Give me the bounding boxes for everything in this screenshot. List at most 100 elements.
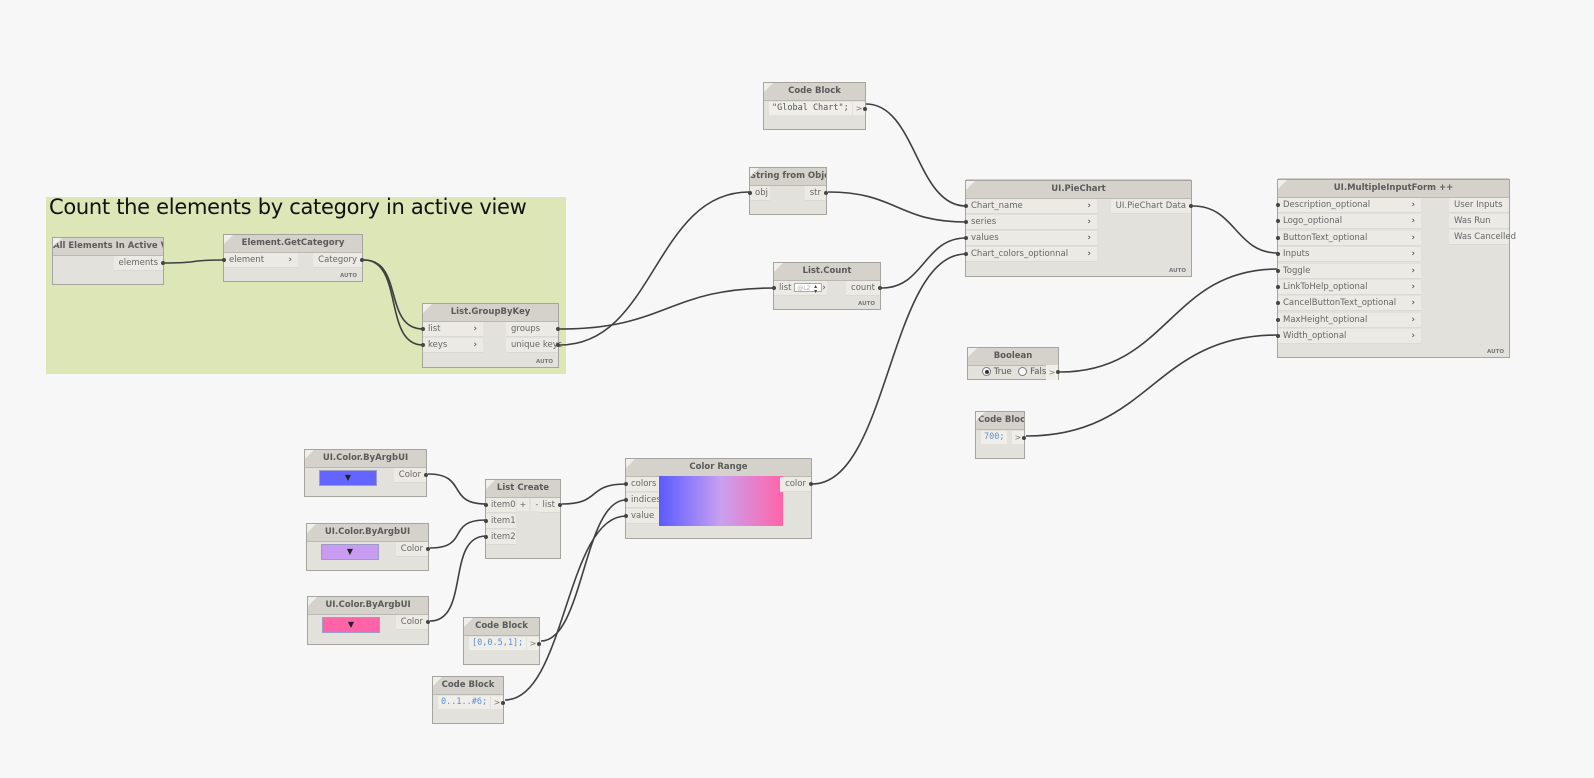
port-label: color: [785, 479, 806, 489]
input-port-inputs[interactable]: Inputs›: [1276, 247, 1421, 263]
group-count-by-category[interactable]: Count the elements by category in active…: [46, 195, 566, 374]
input-port-list[interactable]: list @L2›: [772, 281, 827, 296]
node-list-create[interactable]: List Create item0 item1 item2 + - list: [484, 479, 562, 559]
input-port-linktohelp[interactable]: LinkToHelp_optional›: [1276, 280, 1421, 295]
wire-chart-name[interactable]: [865, 103, 967, 207]
port-dot: [556, 343, 560, 347]
node-all-elements-in-active-view[interactable]: All Elements In Active View elements: [52, 237, 165, 285]
lacing-label[interactable]: AUTO: [536, 359, 553, 365]
output-port-unique-keys[interactable]: unique keys: [506, 338, 562, 353]
output-port-elements[interactable]: elements: [113, 256, 165, 271]
input-port-maxheight[interactable]: MaxHeight_optional›: [1276, 312, 1421, 328]
level-stepper[interactable]: @L2: [794, 283, 823, 293]
radio-true[interactable]: [982, 367, 991, 376]
lacing-label[interactable]: AUTO: [1487, 349, 1504, 355]
node-code-block-width[interactable]: Code Block 700; >: [975, 411, 1026, 459]
input-port-chart-name[interactable]: Chart_name›: [964, 199, 1097, 214]
port-dot: [748, 191, 752, 195]
wire-boolean-to-toggle[interactable]: [1059, 268, 1279, 373]
port-label: ButtonText_optional: [1283, 232, 1368, 243]
input-port-indices[interactable]: indices: [624, 493, 661, 508]
input-port-value[interactable]: value: [624, 509, 659, 524]
input-port-cancelbuttontext[interactable]: CancelButtonText_optional›: [1276, 296, 1421, 312]
input-port-item1[interactable]: item1: [484, 514, 516, 529]
input-port-series[interactable]: series›: [964, 215, 1097, 230]
wire-piechart-to-inputs[interactable]: [1192, 205, 1279, 254]
input-port-width[interactable]: Width_optional›: [1276, 329, 1421, 345]
output-port-str[interactable]: str: [804, 186, 828, 201]
node-color-range[interactable]: Color Range colors indices value color: [624, 458, 813, 539]
node-list-count[interactable]: List.Count list @L2› count AUTO: [772, 262, 882, 310]
node-ui-piechart[interactable]: UI.PieChart Chart_name› series› values› …: [964, 180, 1193, 277]
output-port-color[interactable]: color: [780, 477, 813, 492]
output-port-groups[interactable]: groups: [506, 322, 560, 337]
lacing-label[interactable]: AUTO: [858, 301, 875, 307]
port-label: Width_optional: [1283, 331, 1347, 342]
node-list-groupbykey[interactable]: List.GroupByKey list› keys› groups uniqu…: [421, 303, 562, 368]
wire-color3-to-item2[interactable]: [429, 535, 487, 622]
input-port-buttontext[interactable]: ButtonText_optional›: [1276, 230, 1421, 246]
color-picker-swatch[interactable]: ▼: [321, 544, 379, 560]
input-port-chart-colors[interactable]: Chart_colors_optionnal›: [964, 247, 1097, 262]
output-port-category[interactable]: Category: [313, 253, 364, 268]
color-picker-swatch[interactable]: ▼: [319, 470, 377, 486]
port-dot: [964, 204, 968, 208]
output-port[interactable]: >: [1046, 365, 1060, 380]
wire-color1-to-item0[interactable]: [427, 473, 487, 505]
input-port-item2[interactable]: item2: [484, 530, 516, 545]
output-port[interactable]: >: [853, 102, 867, 115]
color-picker-swatch[interactable]: ▼: [322, 617, 380, 633]
port-label: list: [542, 500, 555, 510]
wire-count-to-values[interactable]: [881, 237, 967, 289]
chevron-right-icon: ›: [1087, 217, 1091, 227]
node-color-byargbui-3[interactable]: UI.Color.ByArgbUI ▼ Color: [307, 596, 430, 645]
output-port-list[interactable]: list: [537, 498, 562, 513]
add-input-button[interactable]: +: [517, 498, 529, 511]
input-port-keys[interactable]: keys›: [421, 338, 483, 353]
radio-false[interactable]: [1018, 367, 1028, 376]
port-label: Was Cancelled: [1454, 232, 1516, 242]
code-editor[interactable]: "Global Chart";: [769, 102, 852, 115]
lacing-label[interactable]: AUTO: [1169, 268, 1186, 274]
node-code-block-indices[interactable]: Code Block [0,0.5,1]; >: [463, 617, 541, 665]
output-port-color[interactable]: Color: [395, 542, 430, 557]
port-label: item2: [491, 532, 516, 542]
node-ui-multipleinputform[interactable]: UI.MultipleInputForm ++ Description_opti…: [1276, 179, 1516, 358]
node-element-getcategory[interactable]: Element.GetCategory element› Category AU…: [222, 234, 364, 282]
output-port-color[interactable]: Color: [393, 468, 428, 483]
input-port-item0[interactable]: item0: [484, 498, 516, 513]
lacing-label[interactable]: AUTO: [340, 273, 357, 279]
node-code-block-range[interactable]: Code Block 0..1..#6; >: [432, 676, 505, 724]
node-color-byargbui-1[interactable]: UI.Color.ByArgbUI ▼ Color: [304, 449, 428, 497]
input-port-element[interactable]: element›: [222, 253, 298, 268]
output-port-count[interactable]: count: [846, 281, 882, 296]
wire-color2-to-item1[interactable]: [429, 519, 487, 549]
wire-str-to-series[interactable]: [827, 191, 967, 223]
node-color-byargbui-2[interactable]: UI.Color.ByArgbUI ▼ Color: [306, 523, 430, 571]
node-string-from-object[interactable]: String from Object obj str: [748, 167, 828, 215]
wire-list-to-colors[interactable]: [561, 483, 627, 505]
output-port-was-run[interactable]: Was Run: [1449, 214, 1509, 229]
node-boolean[interactable]: Boolean True False >: [967, 347, 1060, 380]
input-port-colors[interactable]: colors: [624, 477, 659, 492]
code-editor[interactable]: 700;: [981, 431, 1008, 444]
output-port-color[interactable]: Color: [395, 615, 430, 630]
input-port-logo[interactable]: Logo_optional›: [1276, 214, 1421, 230]
input-port-values[interactable]: values›: [964, 231, 1097, 246]
wire-groups-to-list-count[interactable]: [559, 287, 775, 330]
input-port-description[interactable]: Description_optional›: [1276, 198, 1421, 213]
output-port-piechart-data[interactable]: UI.PieChart Data: [1110, 199, 1193, 214]
output-port-user-inputs[interactable]: User Inputs: [1449, 198, 1509, 213]
input-port-toggle[interactable]: Toggle›: [1276, 263, 1421, 279]
input-port-list[interactable]: list›: [421, 322, 483, 337]
node-code-block-chart-name[interactable]: Code Block "Global Chart"; >: [763, 82, 867, 130]
code-editor[interactable]: [0,0.5,1];: [469, 637, 527, 650]
code-editor[interactable]: 0..1..#6;: [438, 696, 491, 709]
output-port[interactable]: >: [491, 696, 505, 709]
output-port[interactable]: >: [527, 637, 541, 650]
output-port[interactable]: >: [1012, 431, 1026, 444]
output-port-was-cancelled[interactable]: Was Cancelled: [1449, 230, 1516, 245]
wire-unique-keys-to-obj[interactable]: [559, 191, 750, 346]
wire-width[interactable]: [1025, 334, 1279, 437]
input-port-obj[interactable]: obj: [748, 186, 770, 201]
